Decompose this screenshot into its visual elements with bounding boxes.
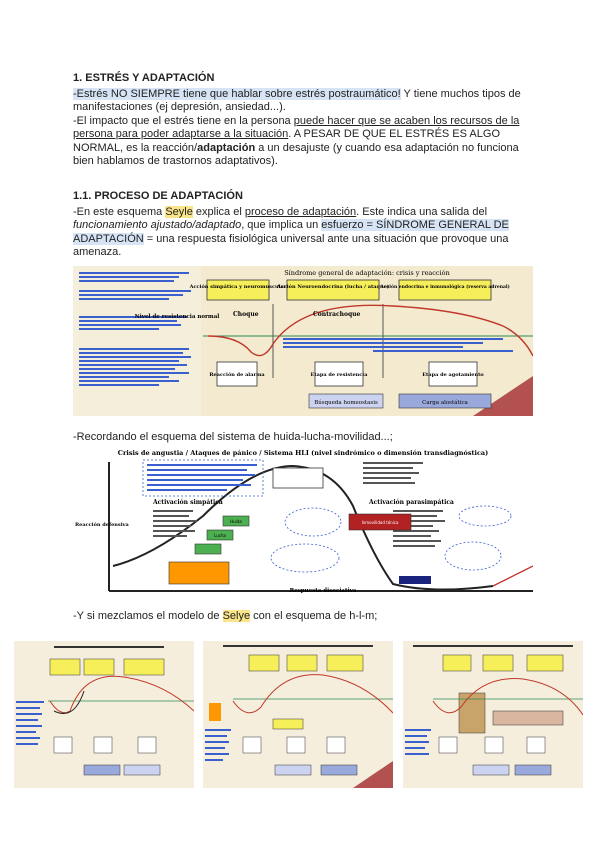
figure-1-title: Síndrome general de adaptación: crisis y… xyxy=(284,269,450,277)
activacion-parasimpatica: Activación parasimpática xyxy=(368,499,454,506)
text: = una respuesta fisiológica universal an… xyxy=(73,232,509,259)
text: con el esquema de h-l-m; xyxy=(250,610,378,622)
hli-diagram: Crisis de angustia / Ataques de pánico /… xyxy=(75,449,533,594)
paragraph-recordando: -Recordando el esquema del sistema de hu… xyxy=(73,431,393,443)
text: a un desajuste (y cuando esa adaptación … xyxy=(73,141,519,168)
nivel-resistencia: Nivel de resistencia normal xyxy=(135,314,220,320)
paragraph-mezclamos: -Y si mezclamos el modelo de Selye con e… xyxy=(73,610,533,624)
selye-diagram: Síndrome general de adaptación: crisis y… xyxy=(73,266,533,416)
text: . A PESAR DE QUE EL ESTRÉS ES ALGO NORMA… xyxy=(73,128,500,154)
italic-text: funcionamiento ajustado/adaptado xyxy=(73,219,242,231)
section-1: 1. ESTRÉS Y ADAPTACIÓN -Estrés NO SIEMPR… xyxy=(73,72,533,169)
paragraph-1: -Estrés NO SIEMPRE tiene que hablar sobr… xyxy=(73,87,533,115)
highlight-text: -Estrés NO SIEMPRE tiene que hablar sobr… xyxy=(73,87,401,100)
label-choque: Choque xyxy=(233,311,259,318)
bar-homeostasis: Búsqueda homeostasis xyxy=(314,399,378,406)
figure-hli-scheme: Crisis de angustia / Ataques de pánico /… xyxy=(73,446,533,596)
underlined-text: proceso de adaptación xyxy=(244,205,357,218)
paragraph-2: -El impacto que el estrés tiene en la pe… xyxy=(73,115,533,169)
activacion-simpatica: Activación simpática xyxy=(152,499,223,506)
selye-highlight: Selye xyxy=(222,610,251,622)
stage-agotamiento: Etapa de agotamiento xyxy=(422,372,484,378)
box-lucha: Lucha xyxy=(214,533,226,538)
box-neuroendocrina: Acción Neuroendocrina (lucha / ataque) xyxy=(276,283,389,290)
bar-carga-alostatica: Carga alostática xyxy=(422,399,468,406)
bold-text: adaptación xyxy=(197,141,256,154)
selye-highlight: Seyle xyxy=(165,205,193,218)
text: , que implica un xyxy=(241,219,322,231)
box-simpatica: Acción simpática y neuromuscular xyxy=(189,283,287,290)
text: explica el xyxy=(192,205,245,218)
combined-figure-1 xyxy=(14,641,194,788)
combined-figure-3 xyxy=(403,641,583,788)
reaccion-defensiva: Reacción defensiva xyxy=(75,521,130,528)
underlined-text: puede hacer que se acaben los recursos d… xyxy=(73,114,520,141)
box-inmovilidad: Inmovilidad tónica xyxy=(362,520,399,525)
respuesta-disociativa: Respuesta disociativa xyxy=(290,588,357,594)
label-contrachoque: Contrachoque xyxy=(313,311,361,318)
text: . Este indica una salida del xyxy=(356,205,488,218)
figure-selye-scheme: Síndrome general de adaptación: crisis y… xyxy=(73,266,533,416)
section-1-1-title: 1.1. PROCESO DE ADAPTACIÓN xyxy=(73,190,243,202)
combined-diagram-1 xyxy=(14,641,194,788)
combined-figure-2 xyxy=(203,641,393,788)
combined-diagram-3 xyxy=(403,641,583,788)
text: Y tiene muchos tipos de manifestaciones … xyxy=(73,87,521,114)
combined-diagram-2 xyxy=(203,641,393,788)
box-huida: Huida xyxy=(230,519,242,524)
figure-2-title: Crisis de angustia / Ataques de pánico /… xyxy=(118,449,488,457)
text: -En este esquema xyxy=(73,205,166,218)
section-1-title: 1. ESTRÉS Y ADAPTACIÓN xyxy=(73,72,215,84)
text: -El impacto que el estrés tiene en la pe… xyxy=(73,114,294,127)
stage-resistencia: Etapa de resistencia xyxy=(311,372,369,378)
paragraph-3: -En este esquema Seyle explica el proces… xyxy=(73,205,533,260)
box-endocrina: Acción endocrina e inmunológica (reserva… xyxy=(379,283,509,290)
section-1-1: 1.1. PROCESO DE ADAPTACIÓN -En este esqu… xyxy=(73,190,533,260)
text: -Y si mezclamos el modelo de xyxy=(73,610,223,622)
stage-alarma: Reacción de alarma xyxy=(209,371,265,378)
